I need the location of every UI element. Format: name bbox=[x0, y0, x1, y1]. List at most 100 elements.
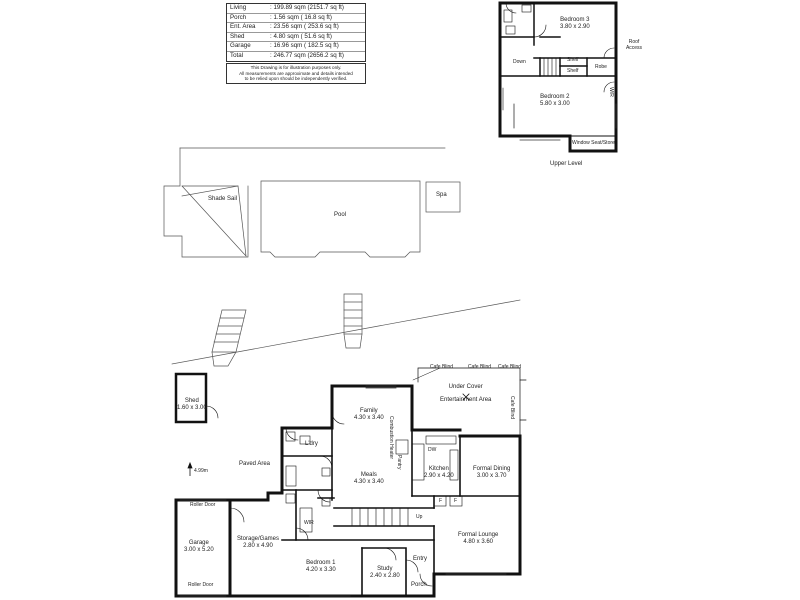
shelf-label: Shelf bbox=[567, 57, 579, 63]
room-name: Family bbox=[360, 408, 378, 414]
room-dims: 3.00 x 5.20 bbox=[184, 547, 214, 553]
area-row-garage: Garage : 16.96 sqm ( 182.5 sq ft) bbox=[227, 42, 365, 52]
shed-walls bbox=[174, 372, 208, 424]
area-row-porch: Porch: 1.56 sqm ( 16.8 sq ft) bbox=[227, 14, 365, 24]
outdoor-stair-right bbox=[343, 293, 363, 349]
room-dims: 5.80 x 3.00 bbox=[540, 101, 570, 107]
cafe-blind-label: Cafe Blind bbox=[509, 396, 515, 420]
ground-stair-treads bbox=[351, 507, 409, 527]
area-row-shed: Shed : 4.80 sqm ( 51.6 sq ft) bbox=[227, 33, 365, 43]
area-value: : 4.80 sqm ( 51.6 sq ft) bbox=[270, 32, 332, 40]
area-value: : 16.96 sqm ( 182.5 sq ft) bbox=[270, 42, 339, 50]
fridge-label: F bbox=[439, 498, 443, 504]
roller-door-label: Roller Door bbox=[190, 502, 216, 508]
wr-label: W/R bbox=[607, 87, 614, 97]
ground-fixtures bbox=[285, 431, 463, 533]
area-value: : 246.77 sqm (2656.2 sq ft) bbox=[270, 51, 344, 59]
area-name: Shed bbox=[230, 32, 245, 40]
disclaimer-line: This Drawing is for illustration purpose… bbox=[250, 65, 342, 70]
room-name: Bedroom 2 bbox=[540, 94, 570, 100]
area-name: Ent. Area bbox=[230, 23, 256, 31]
laundry-label: L'dry bbox=[305, 441, 318, 447]
area-row-total: Total : 246.77 sqm (2656.2 sq ft) bbox=[227, 52, 365, 61]
room-bedroom-2: Bedroom 2 5.80 x 3.00 bbox=[540, 94, 570, 108]
room-dims: 3.80 x 2.90 bbox=[560, 24, 590, 30]
north-mark-label: 4.99m bbox=[194, 468, 208, 474]
upper-door-swings bbox=[505, 2, 615, 93]
room-dims: 3.00 x 3.70 bbox=[476, 473, 507, 479]
room-kitchen: Kitchen 2.90 x 4.20 bbox=[424, 466, 454, 480]
area-value: : 199.89 sqm (2151.7 sq ft) bbox=[270, 4, 344, 11]
room-name: Formal Lounge bbox=[458, 532, 499, 538]
area-value: : 23.56 sqm ( 253.6 sq ft) bbox=[270, 23, 339, 31]
roof-access-label: Roof Access bbox=[625, 39, 643, 51]
boundary-lines bbox=[171, 147, 521, 365]
room-name: Formal Dining bbox=[473, 466, 511, 472]
room-name: Study bbox=[377, 566, 393, 572]
cafe-blind-label: Cafe Blind bbox=[430, 364, 454, 370]
room-bedroom-3: Bedroom 3 3.80 x 2.90 bbox=[560, 17, 590, 31]
room-name: Kitchen bbox=[428, 466, 449, 472]
room-dims: 1.60 x 3.00 bbox=[177, 405, 207, 411]
combustion-heater-label: Combustion Heater bbox=[388, 416, 394, 460]
room-dims: 4.80 x 3.60 bbox=[463, 539, 494, 545]
disclaimer-line: All measurements are approximate and det… bbox=[239, 70, 353, 76]
entertainment-x bbox=[462, 393, 470, 401]
area-name: Total bbox=[230, 51, 244, 59]
area-name: Living bbox=[230, 4, 247, 11]
area-row-living: Living : 199.89 sqm (2151.7 sq ft) bbox=[227, 4, 365, 14]
area-name: Garage bbox=[230, 42, 251, 50]
spa-label: Spa bbox=[436, 192, 447, 198]
room-bedroom-1: Bedroom 1 4.20 x 3.30 bbox=[306, 560, 336, 574]
shelf-label: Shelf bbox=[567, 68, 579, 74]
stair-up-label: Up bbox=[416, 514, 423, 520]
room-dims: 4.20 x 3.30 bbox=[306, 567, 336, 573]
upper-stair-treads bbox=[543, 57, 557, 77]
room-formal-lounge: Formal Lounge 4.80 x 3.60 bbox=[458, 532, 498, 546]
room-name: Shed bbox=[184, 398, 199, 404]
room-name: Storage/Games bbox=[237, 536, 280, 542]
pool-label: Pool bbox=[334, 212, 347, 218]
paved-area-label: Paved Area bbox=[239, 461, 271, 467]
pantry-label: Pantry bbox=[396, 455, 402, 470]
room-dims: 2.90 x 4.20 bbox=[424, 473, 454, 479]
room-study: Study 2.40 x 2.80 bbox=[370, 566, 400, 580]
cafe-blind-label: Cafe Blind bbox=[468, 364, 492, 370]
entry-label: Entry bbox=[413, 556, 428, 562]
area-value: : 1.56 sqm ( 16.8 sq ft) bbox=[270, 13, 332, 21]
room-storage-games: Storage/Games 2.80 x 4.90 bbox=[237, 536, 279, 550]
room-dims: 4.30 x 3.40 bbox=[354, 479, 384, 485]
down-label: Down bbox=[513, 59, 526, 65]
outdoor-stair-left bbox=[211, 309, 247, 367]
room-name: Bedroom 3 bbox=[560, 17, 590, 23]
window-seat-label: Window Seat/Store bbox=[572, 140, 615, 146]
robe-label: Robe bbox=[595, 64, 607, 70]
area-row-ent-area: Ent. Area : 23.56 sqm ( 253.6 sq ft) bbox=[227, 23, 365, 33]
cafe-blind-label: Cafe Blind bbox=[498, 364, 522, 370]
ground-internal-walls bbox=[229, 427, 521, 597]
shed-label: Shed 1.60 x 3.00 bbox=[177, 398, 207, 412]
ground-external-walls bbox=[174, 384, 522, 598]
shade-sail-label: Shade Sail bbox=[208, 196, 238, 202]
area-subtitle: Entertainment Area bbox=[440, 397, 492, 403]
under-cover-outline bbox=[412, 367, 527, 437]
upper-fixtures bbox=[502, 4, 532, 111]
porch-label: Porch bbox=[411, 582, 427, 588]
upper-level-internal-walls bbox=[499, 2, 617, 137]
disclaimer-box: This Drawing is for illustration purpose… bbox=[226, 63, 366, 84]
room-dims: 2.80 x 4.90 bbox=[243, 543, 273, 549]
area-summary-table: Living : 199.89 sqm (2151.7 sq ft) Porch:… bbox=[226, 3, 366, 62]
dishwasher-label: DW bbox=[428, 447, 437, 453]
north-arrow bbox=[187, 461, 193, 476]
area-title: Under Cover bbox=[448, 384, 483, 390]
upper-level-caption: Upper Level bbox=[550, 161, 583, 167]
room-formal-dining: Formal Dining 3.00 x 3.70 bbox=[473, 466, 510, 480]
room-family: Family 4.30 x 3.40 bbox=[354, 408, 384, 422]
roller-door-label: Roller Door bbox=[188, 582, 214, 588]
room-dims: 2.40 x 2.80 bbox=[370, 573, 400, 579]
room-name: Meals bbox=[360, 472, 377, 478]
room-meals: Meals 4.30 x 3.40 bbox=[354, 472, 384, 486]
room-name: Bedroom 1 bbox=[306, 560, 336, 566]
room-name: Garage bbox=[188, 540, 209, 546]
